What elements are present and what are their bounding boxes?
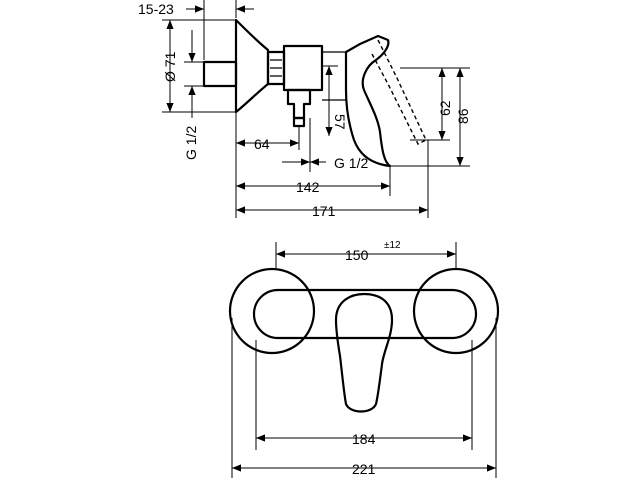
escutcheon-rosette	[234, 18, 270, 114]
dim-outlet-thread: G 1/2	[334, 155, 368, 171]
lever-open-position	[371, 39, 427, 145]
dim-total-height: 86	[455, 108, 471, 124]
side-view: 15-23 Ø 71 G 1/2 64 G 1/2 57 62	[138, 0, 471, 219]
dim-depth-171: 171	[312, 203, 336, 219]
left-escutcheon	[228, 267, 316, 355]
dim-centers: 150	[345, 247, 369, 263]
front-view: 150 ±12 184 221	[228, 240, 500, 478]
mixer-body-bar	[252, 288, 478, 340]
dim-depth-142: 142	[296, 179, 320, 195]
front-lever-handle	[334, 292, 394, 413]
dim-lower-height: 57	[332, 114, 348, 130]
dim-width-184: 184	[352, 431, 376, 447]
dim-wall-depth: 15-23	[138, 1, 174, 17]
dim-lever-height: 62	[437, 100, 453, 116]
dim-centers-tolerance: ±12	[384, 240, 401, 251]
valve-body	[282, 44, 324, 92]
lever-handle	[344, 34, 392, 168]
dim-inlet-thread: G 1/2	[183, 126, 199, 160]
right-escutcheon	[412, 267, 500, 355]
outlet-fitting	[286, 88, 312, 120]
wall-connection-pipe	[202, 60, 238, 88]
dim-escutcheon-diameter: Ø 71	[162, 51, 178, 82]
dim-spout-offset: 64	[254, 136, 270, 152]
dim-width-221: 221	[352, 461, 376, 477]
